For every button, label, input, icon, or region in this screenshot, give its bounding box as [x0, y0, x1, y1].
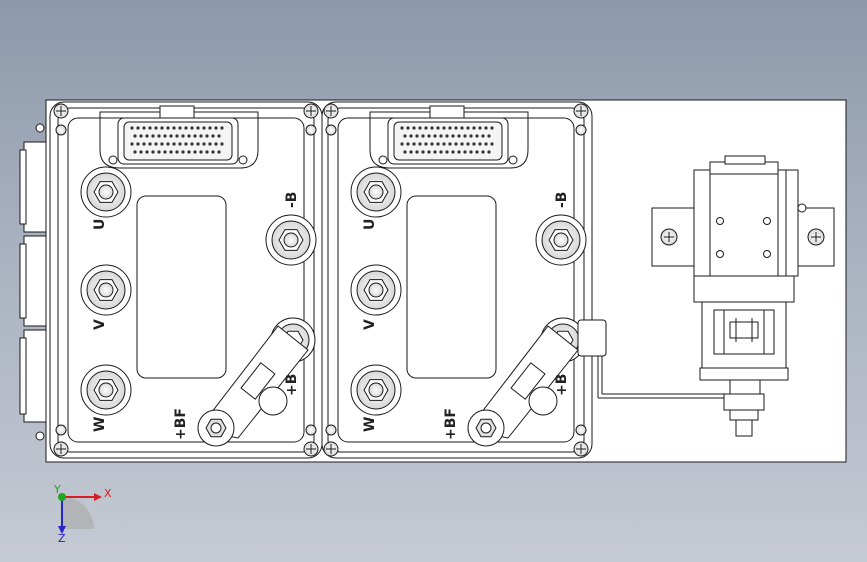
- controller-2[interactable]: U V W -B +B +BF: [321, 101, 593, 459]
- label-bf-plus: +BF: [443, 408, 459, 440]
- contactor[interactable]: [651, 155, 835, 437]
- signal-connector[interactable]: [99, 105, 259, 169]
- label-u: U: [362, 219, 378, 230]
- terminal-v[interactable]: [80, 264, 132, 316]
- axis-y-label: Y: [53, 483, 61, 496]
- terminal-u[interactable]: [80, 166, 132, 218]
- mounting-screw-icon: [660, 228, 825, 246]
- terminal-v[interactable]: [350, 264, 402, 316]
- label-b-plus: +B: [554, 374, 570, 396]
- label-v: V: [92, 319, 108, 330]
- label-v: V: [362, 319, 378, 330]
- label-panel: [406, 195, 497, 379]
- signal-connector[interactable]: [369, 105, 529, 169]
- axis-z-label: Z: [58, 532, 66, 545]
- label-w: W: [92, 417, 108, 432]
- label-w: W: [362, 417, 378, 432]
- terminal-w[interactable]: [350, 364, 402, 416]
- corner-screw-icon: [53, 103, 319, 457]
- label-u: U: [92, 219, 108, 230]
- label-b-minus: -B: [554, 192, 570, 208]
- controller-1[interactable]: U V W -B +B +BF: [49, 101, 323, 459]
- terminal-b-minus[interactable]: [535, 214, 587, 266]
- terminal-w[interactable]: [80, 364, 132, 416]
- bus-bar: [197, 325, 309, 447]
- terminal-u[interactable]: [350, 166, 402, 218]
- label-panel: [136, 195, 227, 379]
- bus-bar: [467, 325, 579, 447]
- label-b-plus: +B: [284, 374, 300, 396]
- axis-x-label: X: [104, 487, 112, 500]
- terminal-b-minus[interactable]: [265, 214, 317, 266]
- contactor-link-bar: [577, 319, 724, 399]
- label-bf-plus: +BF: [173, 408, 189, 440]
- axis-triad: X Y Z: [53, 483, 112, 545]
- left-side-connectors: [19, 123, 47, 441]
- corner-screw-icon: [323, 103, 589, 457]
- label-b-minus: -B: [284, 192, 300, 208]
